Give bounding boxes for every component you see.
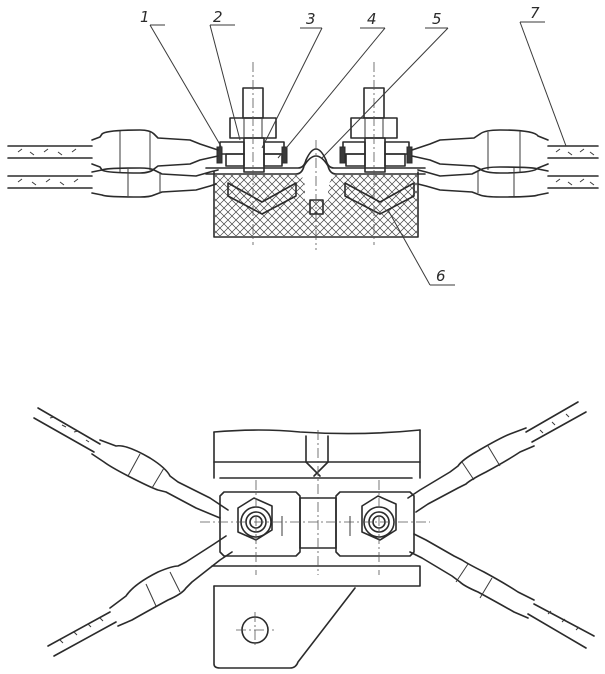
callout-6: 6 bbox=[436, 267, 446, 285]
right-wire-lower bbox=[417, 166, 599, 198]
plan-wire-upper-right bbox=[407, 401, 587, 513]
right-stud-assembly bbox=[339, 87, 413, 173]
callout-7: 7 bbox=[530, 4, 540, 22]
base-plate bbox=[213, 429, 421, 479]
mounting-ear bbox=[211, 565, 421, 669]
callout-1: 1 bbox=[140, 8, 150, 26]
callouts: 1 2 3 4 5 7 6 bbox=[140, 4, 567, 286]
bent-strip bbox=[205, 148, 426, 175]
left-wire-lower bbox=[7, 167, 219, 198]
left-block bbox=[219, 491, 301, 557]
left-wire-upper bbox=[7, 129, 219, 174]
plan-wire-lower-right bbox=[409, 533, 595, 649]
callout-5: 5 bbox=[432, 10, 442, 28]
plan-wire-lower-left bbox=[47, 535, 233, 657]
sectional-view: 1 2 3 4 5 7 6 bbox=[7, 4, 599, 286]
plan-wire-upper-left bbox=[33, 407, 229, 519]
right-wire-upper bbox=[411, 129, 599, 174]
callout-3: 3 bbox=[306, 10, 316, 28]
callout-4: 4 bbox=[367, 10, 377, 28]
right-block bbox=[335, 491, 415, 557]
left-stud-assembly bbox=[216, 87, 288, 173]
callout-2: 2 bbox=[213, 8, 223, 26]
plan-view bbox=[33, 401, 595, 669]
